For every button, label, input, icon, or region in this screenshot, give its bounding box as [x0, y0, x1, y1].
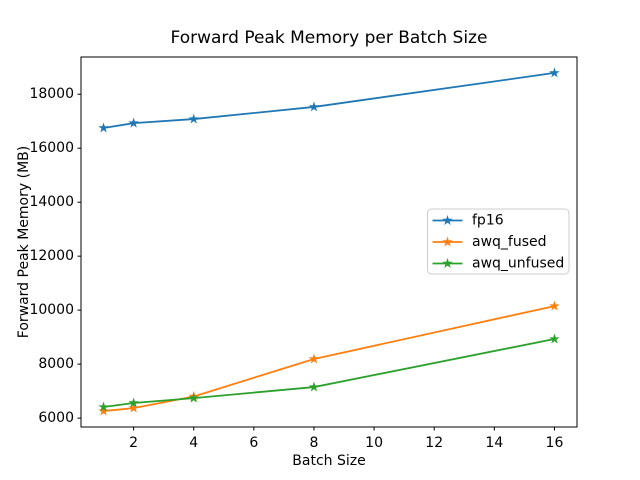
y-tick-label: 14000 — [29, 194, 74, 210]
data-point-awq_fused — [549, 300, 560, 311]
axes-spines — [80, 56, 578, 428]
data-point-awq_fused — [98, 405, 109, 416]
legend-sample-marker — [442, 236, 453, 247]
x-tick-label: 6 — [249, 435, 258, 451]
x-tick-label: 10 — [365, 435, 383, 451]
data-point-awq_fused — [128, 402, 139, 413]
data-point-fp16 — [188, 113, 199, 124]
legend-label: awq_fused — [472, 234, 547, 250]
legend-box — [427, 208, 570, 275]
x-tick-label: 8 — [310, 435, 319, 451]
x-tick-label: 2 — [129, 435, 138, 451]
chart-title: Forward Peak Memory per Batch Size — [170, 28, 488, 48]
y-tick-label: 12000 — [29, 248, 74, 264]
legend-label: fp16 — [472, 213, 504, 229]
data-point-awq_fused — [308, 353, 320, 364]
data-point-fp16 — [128, 117, 139, 128]
data-point-awq_unfused — [188, 392, 199, 403]
x-tick-label: 16 — [546, 435, 564, 451]
x-tick-label: 4 — [189, 435, 198, 451]
x-tick-label: 12 — [425, 435, 443, 451]
series-line-awq_fused — [102, 305, 556, 412]
data-point-fp16 — [98, 122, 109, 133]
data-point-awq_unfused — [98, 401, 109, 412]
y-tick-label: 6000 — [38, 410, 74, 426]
data-point-awq_unfused — [308, 381, 320, 392]
y-axis-label-text: Forward Peak Memory (MB) — [16, 145, 32, 339]
y-tick-label: 8000 — [38, 356, 74, 372]
series-line-fp16 — [102, 72, 556, 129]
legend-label: awq_unfused — [472, 256, 564, 272]
x-tick-label: 14 — [485, 435, 503, 451]
legend-sample-marker — [442, 258, 453, 268]
series-line-awq_unfused — [102, 338, 556, 408]
y-tick-label: 18000 — [29, 86, 74, 102]
data-point-fp16 — [549, 67, 560, 78]
data-point-awq_unfused — [549, 333, 560, 344]
data-point-awq_unfused — [128, 397, 139, 408]
y-tick-label: 16000 — [29, 140, 74, 156]
legend-sample-marker — [442, 215, 453, 225]
y-tick-label: 10000 — [29, 302, 74, 318]
data-point-fp16 — [308, 101, 320, 112]
x-axis-label: Batch Size — [292, 453, 366, 469]
